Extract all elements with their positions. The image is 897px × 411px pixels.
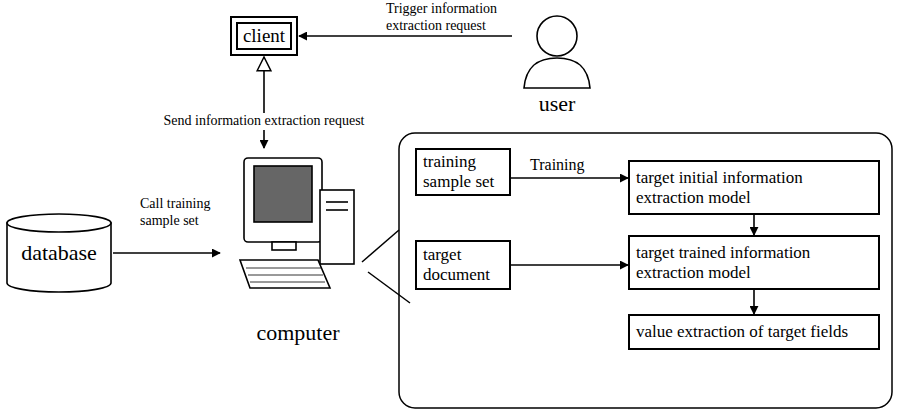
node-label: training sample set <box>423 152 503 191</box>
leader-line <box>368 272 410 303</box>
node-label: target initial information extraction mo… <box>636 168 872 207</box>
client-box: client <box>236 22 292 50</box>
keyboard-row <box>250 282 325 283</box>
cylinder-body <box>7 223 111 292</box>
database-cylinder: database <box>5 212 113 294</box>
connector-arrow <box>753 290 755 314</box>
node-label: client <box>243 25 285 47</box>
keyboard-row <box>246 268 321 269</box>
connector-arrow <box>113 252 220 254</box>
connector-arrow <box>511 264 628 266</box>
edge-label: Training <box>530 155 585 174</box>
monitor-screen <box>254 166 312 222</box>
user-body <box>524 58 590 88</box>
edge-label: Call training sample set <box>140 196 230 230</box>
computer-figure: computer <box>232 150 364 345</box>
user-head <box>537 16 577 56</box>
process-box: target initial information extraction mo… <box>628 160 880 215</box>
keyboard <box>240 260 330 288</box>
process-box: training sample set <box>415 148 511 196</box>
edge-label: Send information extraction request <box>164 113 365 130</box>
monitor <box>244 158 322 242</box>
drive-slot <box>326 201 348 203</box>
connector-arrow <box>753 215 755 235</box>
node-label: target document <box>423 245 503 284</box>
process-box: target document <box>415 240 511 290</box>
node-label: database <box>21 240 97 265</box>
keyboard-row <box>248 275 323 276</box>
node-label: user <box>539 91 576 116</box>
process-box: target trained information extraction mo… <box>628 235 880 290</box>
pc-tower <box>320 190 354 264</box>
leader-line <box>362 230 399 262</box>
connector-arrow <box>263 57 265 148</box>
process-box: value extraction of target fields <box>628 314 880 350</box>
drive-slot <box>326 209 348 211</box>
computer-icon <box>232 150 364 345</box>
module-panel <box>399 133 892 408</box>
edge-label: Trigger information extraction request <box>386 1 524 35</box>
monitor-stand <box>272 242 296 250</box>
node-label: value extraction of target fields <box>636 322 848 342</box>
node-label: computer <box>256 320 339 345</box>
user-figure: user <box>512 4 602 116</box>
node-label: target trained information extraction mo… <box>636 243 872 282</box>
connector-arrow <box>299 35 512 37</box>
cylinder-top <box>7 214 111 232</box>
connector-arrow <box>511 177 628 179</box>
